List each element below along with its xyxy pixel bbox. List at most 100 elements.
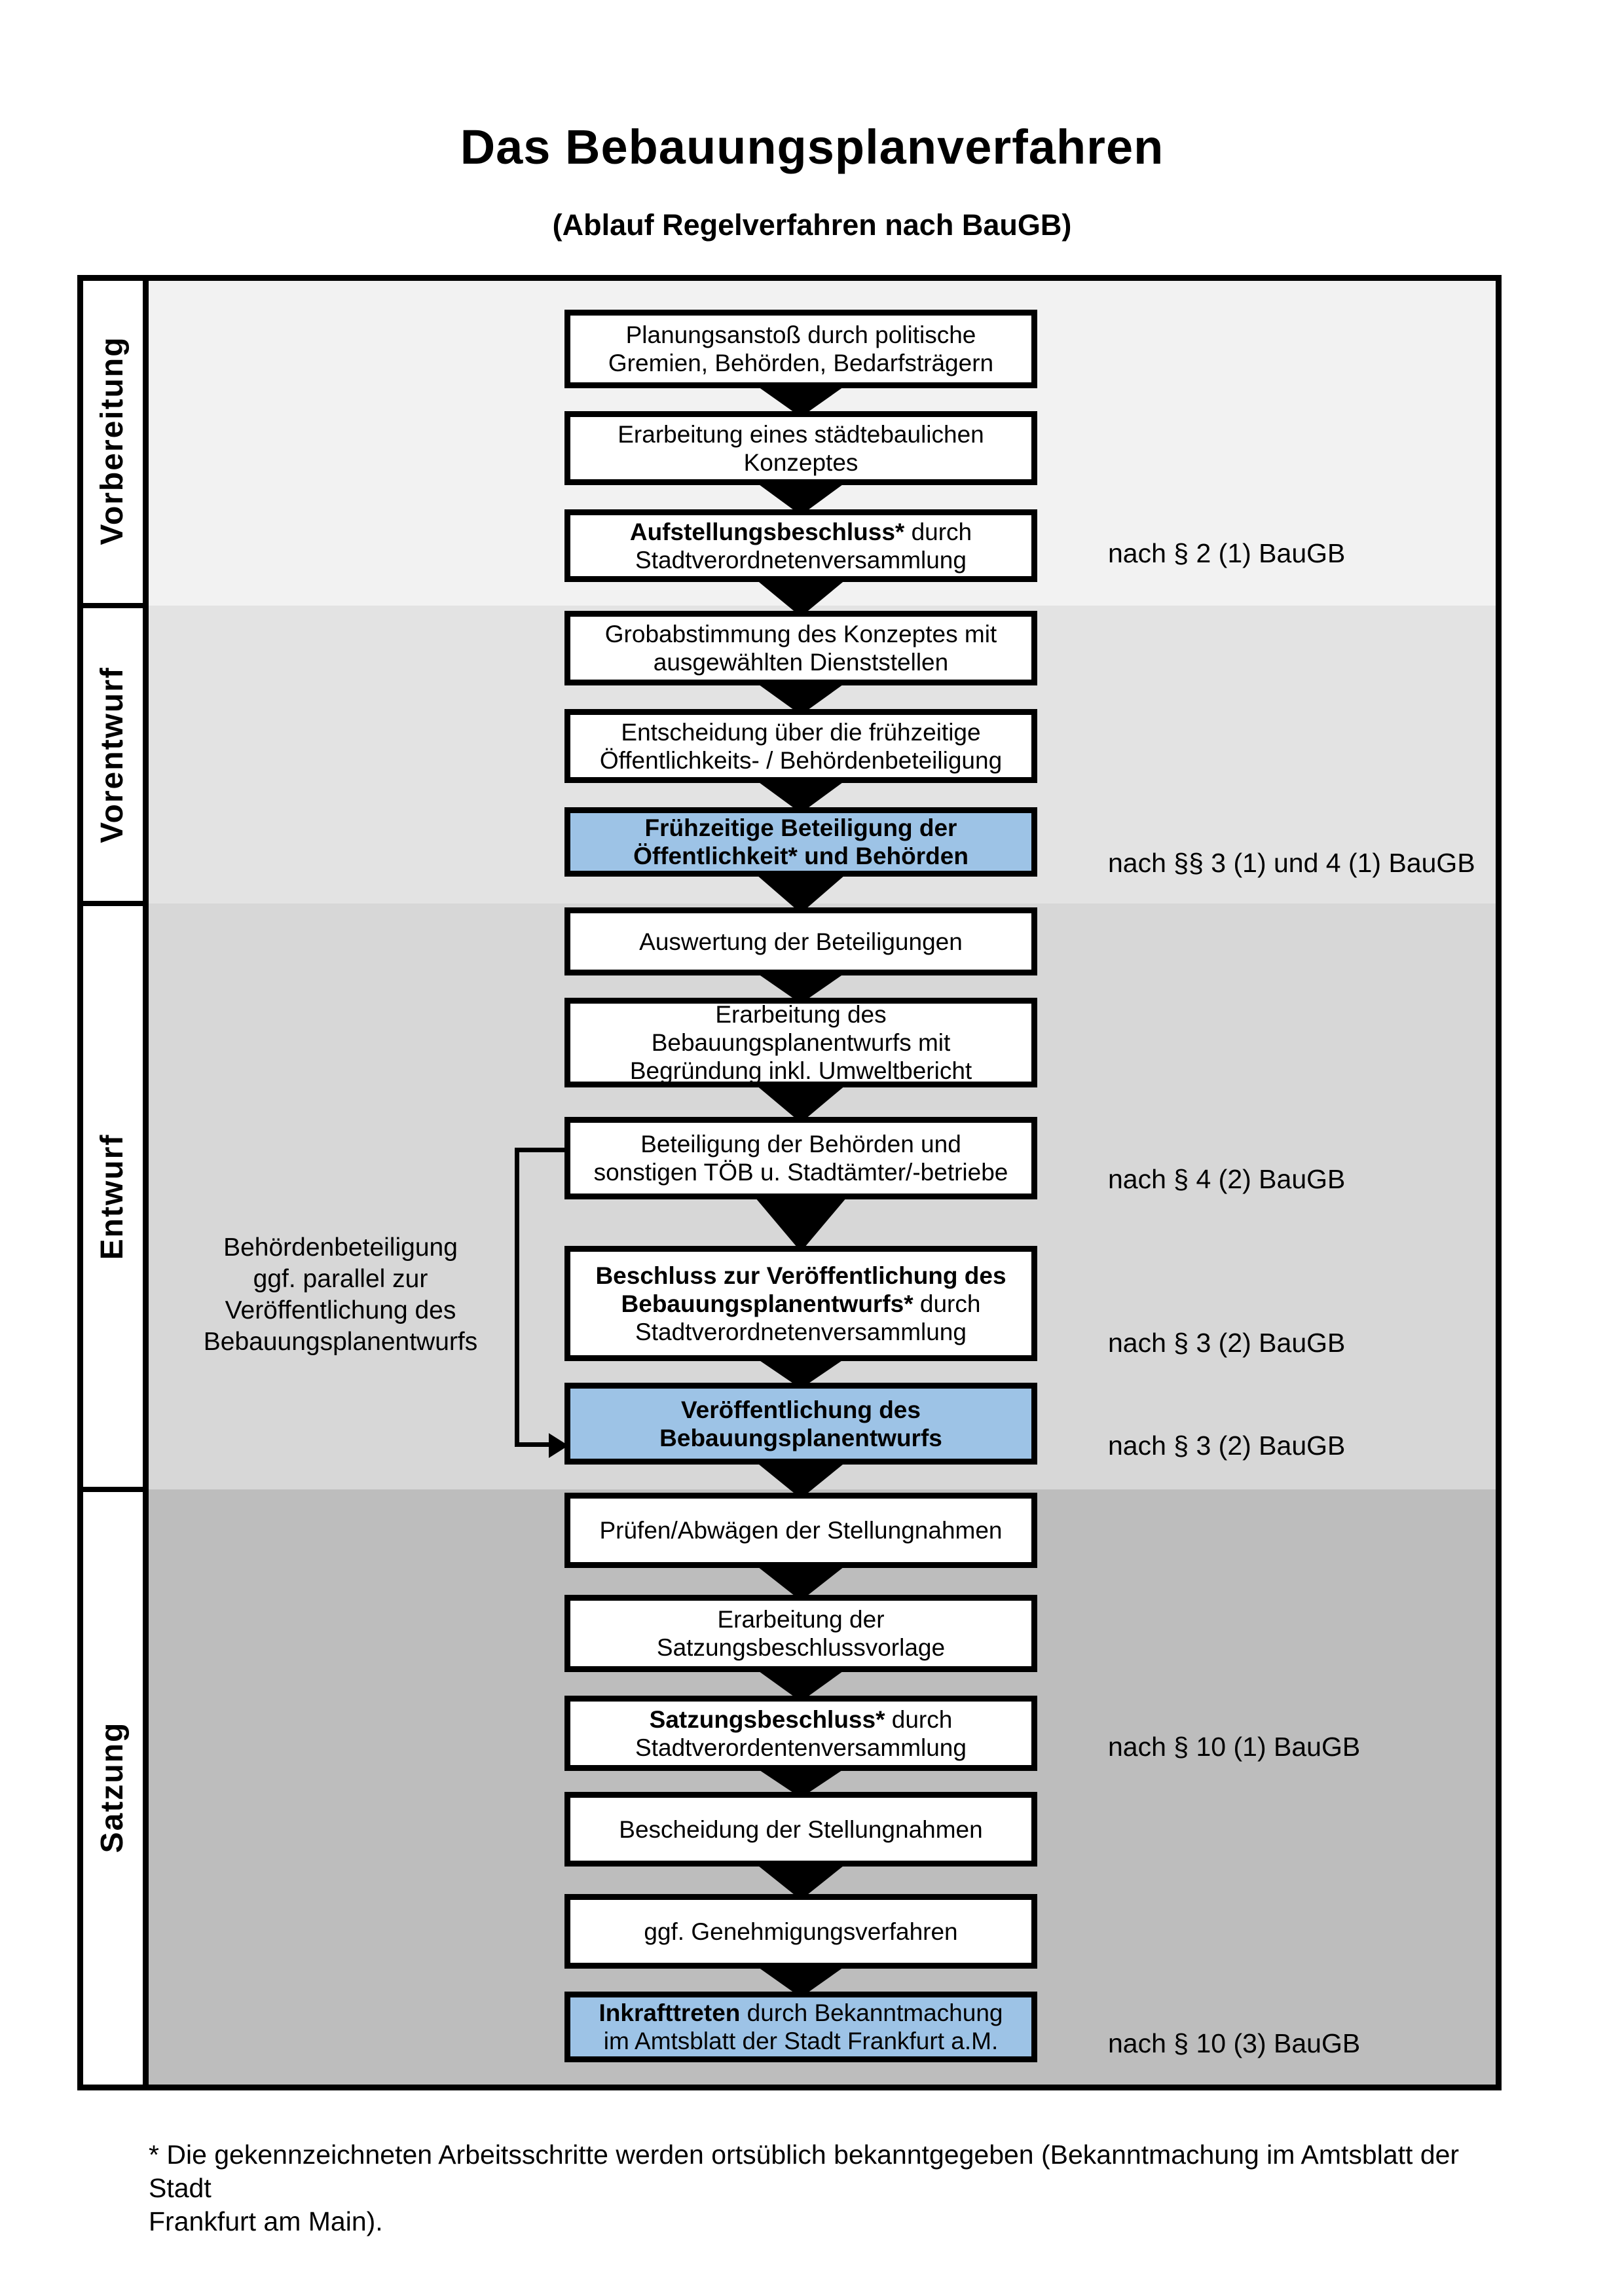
box-label-segment: durch Bekanntmachung: [740, 1999, 1003, 2026]
box-label-line: im Amtsblatt der Stadt Frankfurt a.M.: [570, 2027, 1031, 2055]
phase-label-entwurf: Entwurf: [95, 1133, 130, 1260]
box-label-segment: Aufstellungsbeschluss*: [629, 518, 905, 545]
box-label-segment: durch: [904, 518, 972, 545]
law-reference: nach § 3 (2) BauGB: [1108, 1328, 1346, 1358]
flow-arrow-down-icon: [752, 1861, 850, 1900]
flow-arrow-down-icon: [752, 1666, 850, 1702]
footnote-line: * Die gekennzeichneten Arbeitsschritte w…: [149, 2140, 1460, 2203]
footnote: * Die gekennzeichneten Arbeitsschritte w…: [149, 2138, 1511, 2238]
box-label-line: Öffentlichkeit* und Behörden: [570, 842, 1031, 870]
law-reference: nach § 4 (2) BauGB: [1108, 1164, 1346, 1194]
box-label-segment: Bebauungsplanentwurfs: [659, 1424, 942, 1451]
flow-arrow-down-icon: [752, 970, 850, 1004]
box-label-line: Bebauungsplanentwurfs mit: [570, 1029, 1031, 1057]
flow-arrow-down-icon: [752, 1459, 850, 1499]
box-label-line: Öffentlichkeits- / Behördenbeteiligung: [570, 746, 1031, 774]
side-annotation: Behördenbeteiligung ggf. parallel zur Ve…: [157, 1232, 524, 1358]
box-label-segment: Öffentlichkeit* und Behörden: [633, 843, 969, 869]
box-label-line: Bescheidung der Stellungnahmen: [570, 1815, 1031, 1844]
box-label-segment: Erarbeitung der: [717, 1606, 885, 1633]
phase-label-vorentwurf: Vorentwurf: [95, 666, 130, 843]
box-label-line: Satzungsbeschluss* durch: [570, 1705, 1031, 1734]
page-subtitle: (Ablauf Regelverfahren nach BauGB): [552, 208, 1072, 242]
box-label-segment: Konzeptes: [743, 448, 858, 476]
process-box-bescheidung-stellungnahmen: Bescheidung der Stellungnahmen: [564, 1792, 1037, 1867]
box-label-line: Entscheidung über die frühzeitige: [570, 718, 1031, 746]
process-box-pruefen-abwaegen: Prüfen/Abwägen der Stellungnahmen: [564, 1493, 1037, 1568]
box-label-segment: durch: [885, 1705, 953, 1733]
box-label-line: Grobabstimmung des Konzeptes mit: [570, 620, 1031, 648]
box-label-segment: ggf. Genehmigungsverfahren: [644, 1918, 958, 1945]
side-annotation-line: Veröffentlichung des: [225, 1296, 456, 1324]
box-label-line: Stadtverordnetenversammlung: [570, 546, 1031, 574]
box-label-line: Aufstellungsbeschluss* durch: [570, 518, 1031, 546]
box-label-segment: sonstigen TÖB u. Stadtämter/-betriebe: [593, 1159, 1008, 1186]
law-reference: nach § 10 (1) BauGB: [1108, 1732, 1361, 1762]
box-label-line: Frühzeitige Beteiligung der: [570, 814, 1031, 842]
box-label-segment: Veröffentlichung des: [681, 1396, 921, 1423]
law-reference: nach § 2 (1) BauGB: [1108, 538, 1346, 568]
frame-top-border: [77, 275, 1502, 281]
box-label-segment: Planungsanstoß durch politische: [625, 321, 976, 348]
side-annotation-line: Bebauungsplanentwurfs: [203, 1328, 478, 1356]
box-label-line: Inkrafttreten durch Bekanntmachung: [570, 1999, 1031, 2027]
phase-label-satzung: Satzung: [95, 1721, 130, 1853]
box-label-segment: Bebauungsplanentwurfs*: [621, 1290, 913, 1317]
flow-arrow-down-icon: [752, 1194, 850, 1252]
flow-arrow-down-icon: [752, 1355, 850, 1389]
box-label-segment: ausgewählten Dienststellen: [653, 649, 949, 676]
box-label-segment: Beschluss zur Veröffentlichung des: [595, 1262, 1006, 1289]
frame-left-border: [77, 275, 83, 2090]
frame-right-border: [1496, 275, 1502, 2090]
frame-bottom-border: [77, 2085, 1502, 2090]
box-label-segment: Stadtverordnetenversammlung: [635, 1318, 967, 1345]
flow-arrow-down-icon: [752, 777, 850, 813]
flow-arrow-down-icon: [752, 479, 850, 515]
box-label-line: Beschluss zur Veröffentlichung des: [570, 1262, 1031, 1290]
side-annotation-line: Behördenbeteiligung: [223, 1233, 458, 1262]
box-label-segment: Erarbeitung des: [715, 1001, 887, 1028]
connector-vertical-segment: [515, 1148, 519, 1447]
box-label-segment: Grobabstimmung des Konzeptes mit: [604, 621, 997, 647]
box-label: ggf. Genehmigungsverfahren: [570, 1918, 1031, 1946]
box-label-segment: Gremien, Behörden, Bedarfsträgern: [608, 350, 994, 376]
phase-divider: [77, 603, 149, 608]
box-label-line: Stadtverordentenversammlung: [570, 1734, 1031, 1762]
process-box-genehmigungsverfahren: ggf. Genehmigungsverfahren: [564, 1894, 1037, 1969]
box-label-segment: Bescheidung der Stellungnahmen: [619, 1815, 983, 1843]
box-label-line: Bebauungsplanentwurfs* durch: [570, 1290, 1031, 1318]
connector-top-segment: [515, 1148, 567, 1152]
footnote-line: Frankfurt am Main).: [149, 2206, 383, 2236]
box-label: Auswertung der Beteiligungen: [570, 928, 1031, 956]
box-label-line: ggf. Genehmigungsverfahren: [570, 1918, 1031, 1946]
box-label-segment: Bebauungsplanentwurfs mit: [651, 1029, 951, 1056]
box-label-segment: Erarbeitung eines städtebaulichen: [618, 420, 984, 448]
box-label-line: sonstigen TÖB u. Stadtämter/-betriebe: [570, 1158, 1031, 1186]
box-label-line: Erarbeitung eines städtebaulichen: [570, 420, 1031, 448]
page-title: Das Bebauungsplanverfahren: [460, 120, 1164, 174]
box-label: Prüfen/Abwägen der Stellungnahmen: [570, 1516, 1031, 1544]
box-label-segment: Auswertung der Beteiligungen: [639, 928, 963, 955]
flow-arrow-down-icon: [752, 1765, 850, 1798]
box-label-segment: Öffentlichkeits- / Behördenbeteiligung: [599, 746, 1003, 774]
